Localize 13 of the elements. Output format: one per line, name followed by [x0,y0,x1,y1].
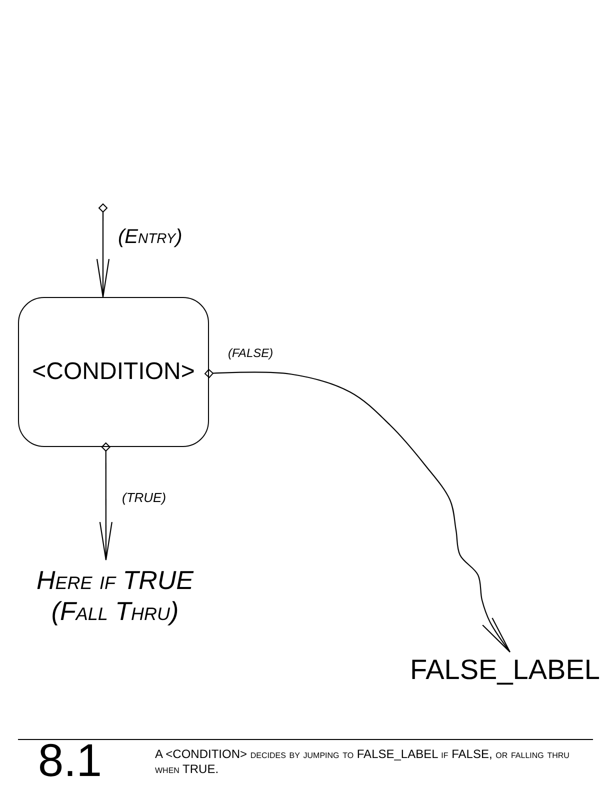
caption: A <CONDITION> decides by jumping to FALSE_LABEL if FALSE, or falling thru when TRUE. [155,747,570,777]
figure-number: 8.1 [38,733,102,787]
condition-text: <CONDITION> [32,358,195,386]
arrow [204,369,510,653]
condition-box [18,297,209,447]
edge-label: (Entry) [118,226,182,249]
arrow [99,442,112,561]
target-label: FALSE_LABEL [410,653,600,687]
edge-label: (TRUE) [122,490,166,505]
arrow [96,204,110,298]
outcome-text: (Fall Thru) [51,596,179,628]
outcome-text: Here if TRUE [36,564,194,596]
edge-label: (FALSE) [228,346,274,360]
